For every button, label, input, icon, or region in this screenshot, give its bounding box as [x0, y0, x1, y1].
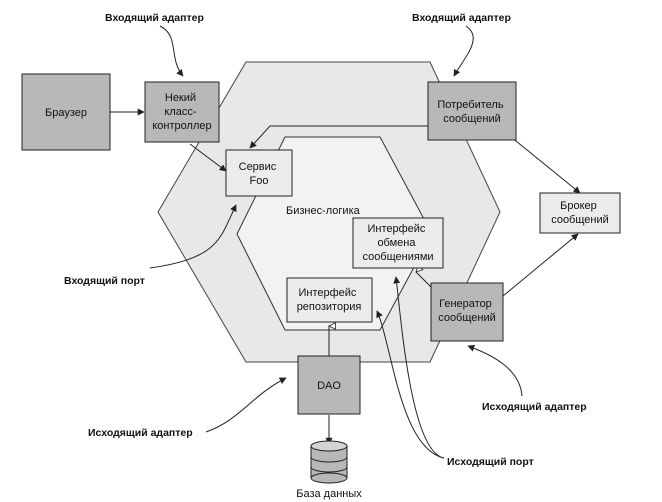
database-label: База данных	[296, 488, 362, 500]
outbound-port-label: Исходящий порт	[447, 456, 534, 468]
controller-box: Некий класс- контроллер	[144, 81, 220, 143]
inbound-adapter-right-label: Входящий адаптер	[412, 12, 511, 24]
generator-box: Генератор сообщений	[430, 282, 504, 342]
browser-box: Браузер	[21, 73, 111, 151]
repository-interface-box: Интерфейс репозитория	[286, 277, 373, 323]
dao-label: DAO	[317, 380, 341, 392]
service-label: Сервис Foo	[239, 161, 280, 187]
inbound-port-label: Входящий порт	[64, 275, 145, 287]
generator-label: Генератор сообщений	[438, 298, 496, 324]
controller-label: Некий класс- контроллер	[152, 92, 211, 132]
inbound-adapter-left-pointer	[159, 25, 184, 77]
database-cylinder-icon	[310, 440, 348, 484]
generator-to-broker-arrow	[502, 233, 579, 297]
consumer-box: Потребитель сообщений	[427, 81, 517, 141]
broker-label: Брокер сообщений	[551, 200, 609, 226]
inbound-adapter-left-label: Входящий адаптер	[105, 12, 204, 24]
outbound-port-pointer-a	[376, 310, 445, 459]
messaging-interface-label: Интерфейс обмена сообщениями	[362, 223, 433, 263]
dao-box: DAO	[297, 355, 361, 415]
inbound-adapter-right-pointer	[453, 25, 474, 77]
outbound-adapter-left-pointer	[205, 377, 287, 433]
controller-to-service-arrow	[189, 143, 227, 172]
repository-interface-label: Интерфейс репозитория	[297, 287, 362, 313]
messaging-interface-box: Интерфейс обмена сообщениями	[352, 217, 444, 269]
consumer-to-service-arrow	[249, 125, 428, 149]
outbound-adapter-left-label: Исходящий адаптер	[88, 427, 193, 439]
service-box: Сервис Foo	[225, 149, 293, 197]
consumer-label: Потребитель сообщений	[437, 99, 506, 125]
outbound-adapter-right-pointer	[467, 344, 523, 397]
outbound-port-pointer-b	[393, 276, 445, 459]
inbound-port-pointer	[149, 204, 237, 269]
broker-box: Брокер сообщений	[539, 192, 621, 234]
browser-label: Браузер	[45, 107, 87, 119]
business-logic-label: Бизнес-логика	[286, 205, 361, 217]
connections	[110, 25, 581, 459]
outbound-adapter-right-label: Исходящий адаптер	[482, 401, 587, 413]
